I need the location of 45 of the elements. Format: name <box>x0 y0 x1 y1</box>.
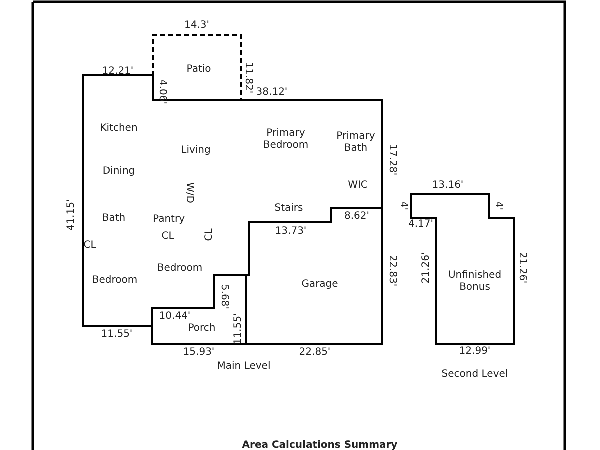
room-label: Stairs <box>274 203 304 215</box>
dimension-label: 8.62' <box>344 211 370 223</box>
room-label: Kitchen <box>100 123 138 135</box>
room-label: WIC <box>348 180 368 192</box>
room-label: Unfinished Bonus <box>447 270 503 294</box>
dimension-label: 21.26' <box>421 252 433 284</box>
room-label: W/D <box>183 182 195 204</box>
dimension-label: 22.85' <box>299 347 331 359</box>
dimension-label: 4' <box>492 201 504 211</box>
dimension-label: 41.15' <box>66 199 78 231</box>
level-title: Second Level <box>442 369 508 381</box>
dimension-label: 4.06' <box>156 80 168 104</box>
dimension-label: 4' <box>397 201 409 211</box>
room-label: Living <box>181 145 211 157</box>
room-label: Bath <box>102 213 126 225</box>
dimension-label: 12.21' <box>102 66 134 78</box>
dimension-label: 17.28' <box>386 144 398 176</box>
room-label: Bedroom <box>92 275 138 287</box>
room-label: Bedroom <box>157 263 203 275</box>
dimension-label: 38.12' <box>256 87 288 99</box>
dimension-label: 14.3' <box>184 20 210 32</box>
room-label: Porch <box>188 323 216 335</box>
room-label: Patio <box>186 64 212 76</box>
dimension-label: 21.26' <box>516 252 528 284</box>
dimension-label: 22.83' <box>386 255 398 287</box>
room-label: CL <box>162 231 174 243</box>
room-label: Dining <box>102 166 136 178</box>
section-heading: Area Calculations Summary <box>242 440 398 450</box>
dimension-label: 10.44' <box>159 311 191 323</box>
dimension-label: 12.99' <box>459 346 491 358</box>
room-label: Pantry <box>153 214 185 226</box>
dimension-label: 5.68' <box>218 284 230 310</box>
room-label: Primary Bath <box>336 131 376 155</box>
level-title: Main Level <box>217 361 271 373</box>
room-label: Primary Bedroom <box>262 128 310 152</box>
dimension-label: 13.73' <box>275 226 307 238</box>
dimension-label: 4.17' <box>408 219 434 231</box>
dimension-label: 11.82' <box>242 62 254 94</box>
dimension-label: 11.55' <box>101 329 133 341</box>
room-label: Garage <box>302 279 338 291</box>
dimension-label: 13.16' <box>432 180 464 192</box>
room-label: CL <box>84 240 96 252</box>
dimension-label: 15.93' <box>183 347 215 359</box>
dimension-label: 11.55' <box>233 313 245 345</box>
room-label: CL <box>204 228 216 242</box>
